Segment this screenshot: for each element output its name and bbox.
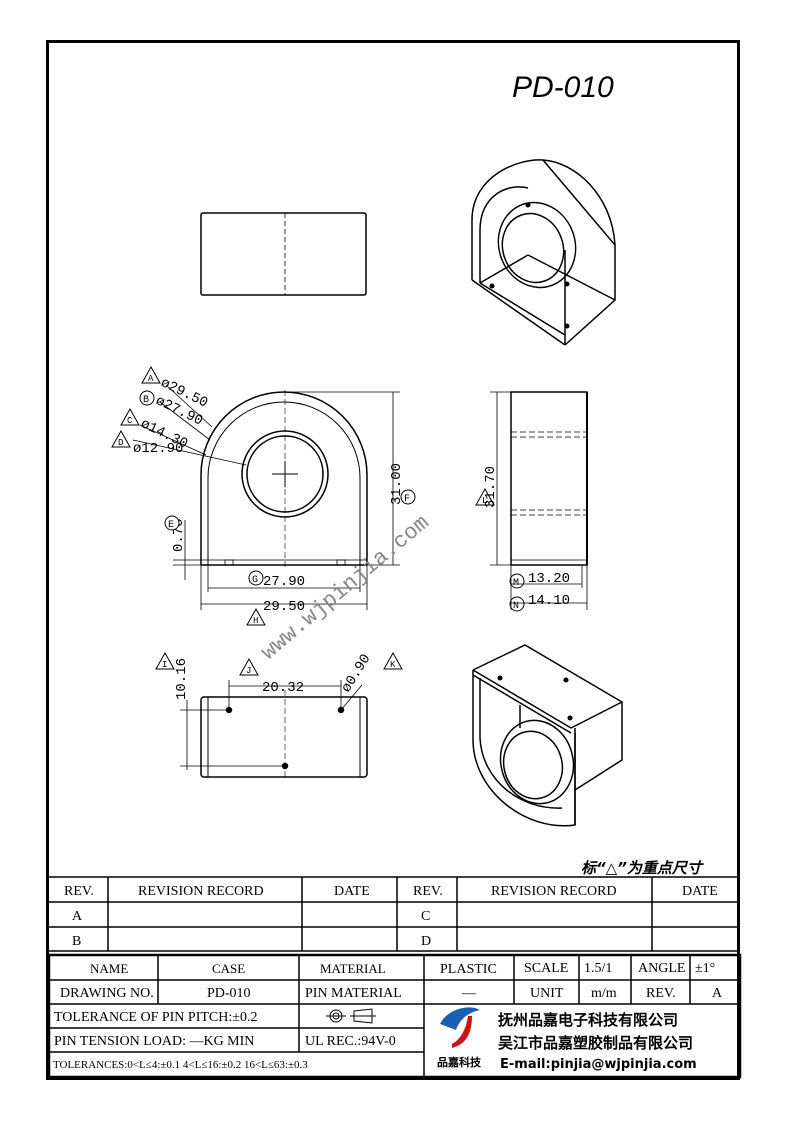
svg-text:M: M: [513, 578, 519, 589]
side-view-dimensions: [490, 391, 588, 610]
material-label: MATERIAL: [320, 961, 386, 976]
svg-text:E: E: [168, 520, 174, 531]
marker-A: A: [141, 366, 161, 384]
rev-header-2: REV.: [413, 884, 443, 899]
marker-K: K: [383, 652, 403, 670]
dim-N-text: 14.10: [528, 593, 570, 609]
bottom-view-dimensions: [180, 680, 363, 770]
title-block: [47, 953, 742, 1079]
isometric-view-bottom: [472, 644, 623, 827]
company-email: E-mail:pinjia@wjpinjia.com: [500, 1057, 697, 1072]
revision-record-header-1: REVISION RECORD: [138, 884, 264, 899]
pin-tension: PIN TENSION LOAD: —KG MIN: [54, 1034, 254, 1049]
marker-G: G: [248, 570, 264, 586]
side-view: [510, 391, 588, 566]
rev-header-1: REV.: [64, 884, 94, 899]
date-header-1: DATE: [334, 884, 370, 899]
svg-text:H: H: [253, 616, 258, 626]
key-note: 标“△”为重点尺寸: [581, 859, 704, 877]
name-label: NAME: [90, 961, 128, 976]
dim-M-text: 13.20: [528, 571, 570, 587]
front-view: [200, 390, 368, 570]
svg-text:G: G: [252, 575, 258, 586]
revision-record-header-2: REVISION RECORD: [491, 884, 617, 899]
rev-row-a: A: [72, 909, 83, 924]
drawing-no-value: PD-010: [207, 986, 251, 1001]
svg-text:B: B: [143, 395, 149, 406]
rev-row-c: C: [421, 909, 430, 924]
marker-D: D: [111, 430, 131, 448]
front-view-dimensions: [132, 384, 400, 610]
svg-text:C: C: [127, 416, 133, 426]
svg-text:I: I: [162, 660, 167, 670]
bottom-view: [200, 690, 368, 780]
dim-J-text: 20.32: [262, 680, 304, 696]
svg-text:D: D: [118, 438, 123, 448]
dim-K-text: ø0.90: [339, 652, 375, 696]
marker-F: F: [400, 489, 416, 505]
tolerance-pitch: TOLERANCE OF PIN PITCH:±0.2: [54, 1010, 257, 1025]
unit-label: UNIT: [530, 986, 564, 1001]
revision-table: [49, 876, 740, 952]
company-logo-icon: 品嘉科技: [437, 1007, 482, 1069]
drawing-title: PD-010: [512, 71, 614, 104]
svg-text:F: F: [404, 494, 410, 505]
rev-row-d: D: [421, 934, 431, 949]
marker-J: J: [239, 658, 259, 676]
scale-label: SCALE: [524, 961, 568, 976]
pin-material-label: PIN MATERIAL: [305, 986, 402, 1001]
company-name-1: 抚州品嘉电子科技有限公司: [498, 1011, 678, 1029]
svg-text:K: K: [390, 660, 396, 670]
marker-H: H: [246, 608, 266, 626]
date-header-2: DATE: [682, 884, 718, 899]
dim-H-text: 29.50: [263, 599, 305, 615]
logo-text: 品嘉科技: [437, 1055, 482, 1069]
dim-G-text: 27.90: [263, 574, 305, 590]
scale-value: 1.5/1: [584, 961, 612, 976]
projection-symbol-icon: [326, 1008, 376, 1024]
drawing-frame: [46, 40, 740, 1080]
name-value: CASE: [212, 961, 245, 976]
top-view: [200, 212, 367, 296]
ul-rec: UL REC.:94V-0: [305, 1034, 396, 1049]
rev-value: A: [712, 986, 723, 1001]
dim-D-text: ø12.90: [133, 441, 183, 457]
tolerances: TOLERANCES:0<L≤4:±0.1 4<L≤16:±0.2 16<L≤6…: [53, 1059, 308, 1071]
material-value: PLASTIC: [440, 962, 497, 977]
svg-text:N: N: [513, 601, 519, 612]
drawing-no-label: DRAWING NO.: [60, 986, 154, 1001]
marker-N: N: [509, 596, 525, 612]
angle-value: ±1°: [695, 961, 715, 976]
marker-M: M: [509, 573, 525, 589]
unit-value: m/m: [591, 986, 617, 1001]
marker-I: I: [155, 652, 175, 670]
svg-text:A: A: [148, 374, 154, 384]
company-name-2: 吴江市品嘉塑胶制品有限公司: [498, 1034, 693, 1052]
angle-label: ANGLE: [638, 961, 685, 976]
marker-C: C: [120, 408, 140, 426]
marker-E: E: [164, 515, 180, 531]
rev-row-b: B: [72, 934, 81, 949]
rev-label: REV.: [646, 986, 676, 1001]
svg-text:L: L: [482, 496, 487, 506]
isometric-view-top: [471, 159, 616, 346]
dim-I-text: 10.16: [174, 658, 190, 700]
marker-L: L: [475, 488, 495, 506]
marker-B: B: [139, 390, 155, 406]
pin-material-value: —: [461, 986, 477, 1001]
svg-text:J: J: [246, 666, 251, 676]
dim-L-text: 31.70: [483, 466, 499, 508]
